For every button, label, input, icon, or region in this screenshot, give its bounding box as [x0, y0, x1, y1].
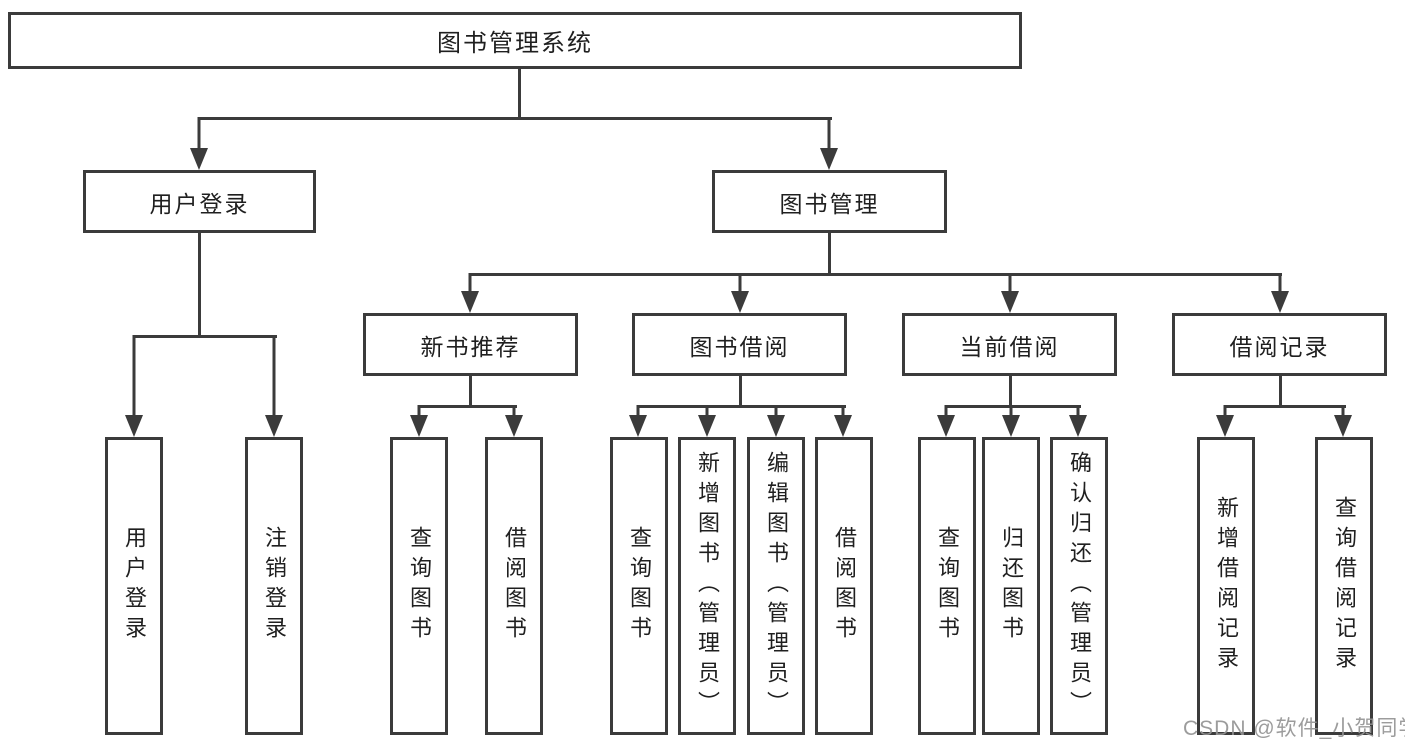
- leaf-borrow-books-recommend: 借阅图书: [485, 437, 543, 735]
- arrowhead-to-records: [1271, 273, 1289, 313]
- connector-borrowing-stem: [739, 374, 742, 408]
- connector-level3-rail: [469, 273, 1282, 276]
- arrowhead-to-borrowing: [731, 273, 749, 313]
- arrowhead-to-leaf-query-current: [937, 405, 955, 437]
- node-current-borrowing: 当前借阅: [902, 313, 1117, 376]
- connector-borrowing-rail: [637, 405, 846, 408]
- node-library-management-system: 图书管理系统: [8, 12, 1022, 69]
- connector-root-stem: [518, 64, 521, 120]
- arrowhead-to-leaf-return-books: [1002, 405, 1020, 437]
- leaf-confirm-return-admin: 确认归还（管理员）: [1050, 437, 1108, 735]
- arrowhead-to-book-mgmt: [820, 117, 838, 170]
- node-book-borrowing: 图书借阅: [632, 313, 847, 376]
- leaf-borrow-books-borrowing: 借阅图书: [815, 437, 873, 735]
- watermark-text: CSDN @软件_小贺同学: [1183, 717, 1405, 740]
- connector-current-stem: [1009, 374, 1012, 408]
- arrowhead-to-leaf-confirm-return: [1069, 405, 1087, 437]
- arrowhead-to-recommend: [461, 273, 479, 313]
- connector-level2-rail: [198, 117, 832, 120]
- leaf-add-borrow-record: 新增借阅记录: [1197, 437, 1255, 735]
- arrowhead-to-leaf-borrow-recommend: [505, 405, 523, 437]
- arrowhead-to-leaf-logout: [265, 335, 283, 437]
- connector-user-login-rail: [133, 335, 277, 338]
- leaf-return-books: 归还图书: [982, 437, 1040, 735]
- arrowhead-to-leaf-user-login: [125, 335, 143, 437]
- arrowhead-to-leaf-add-record: [1216, 405, 1234, 437]
- connector-recommend-stem: [469, 374, 472, 408]
- arrowhead-to-leaf-query-record: [1334, 405, 1352, 437]
- node-borrowing-records: 借阅记录: [1172, 313, 1387, 376]
- leaf-query-books-borrowing: 查询图书: [610, 437, 668, 735]
- node-new-book-recommendation: 新书推荐: [363, 313, 578, 376]
- node-user-login: 用户登录: [83, 170, 316, 233]
- leaf-logout-login: 注销登录: [245, 437, 303, 735]
- arrowhead-to-leaf-query-borrowing: [629, 405, 647, 437]
- connector-records-rail: [1224, 405, 1346, 408]
- arrowhead-to-leaf-edit-books: [767, 405, 785, 437]
- arrowhead-to-current: [1001, 273, 1019, 313]
- leaf-query-borrow-record: 查询借阅记录: [1315, 437, 1373, 735]
- connector-book-mgmt-stem: [828, 230, 831, 276]
- leaf-query-books-current: 查询图书: [918, 437, 976, 735]
- leaf-query-books-recommend: 查询图书: [390, 437, 448, 735]
- connector-user-login-stem: [198, 230, 201, 338]
- arrowhead-to-leaf-query-recommend: [410, 405, 428, 437]
- arrowhead-to-leaf-add-books: [698, 405, 716, 437]
- arrowhead-to-leaf-borrow-borrowing: [834, 405, 852, 437]
- arrowhead-to-user-login: [190, 117, 208, 170]
- connector-records-stem: [1279, 374, 1282, 408]
- connector-recommend-rail: [418, 405, 517, 408]
- leaf-edit-books-admin: 编辑图书（管理员）: [747, 437, 805, 735]
- leaf-add-books-admin: 新增图书（管理员）: [678, 437, 736, 735]
- leaf-user-login: 用户登录: [105, 437, 163, 735]
- node-book-management: 图书管理: [712, 170, 947, 233]
